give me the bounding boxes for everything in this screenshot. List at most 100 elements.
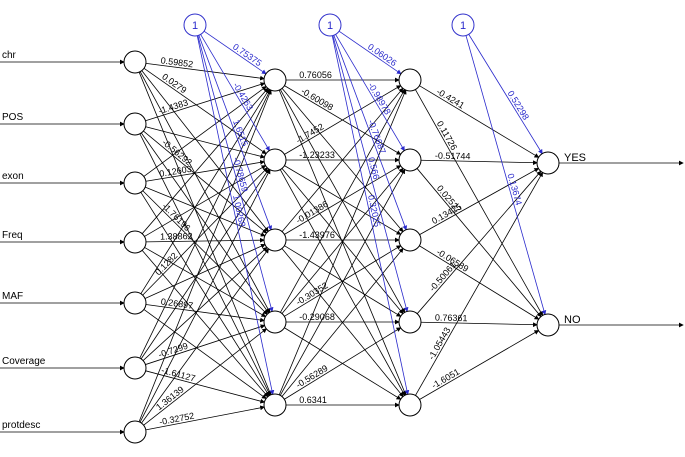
bias-node-label: 1 — [192, 20, 198, 32]
weight-edge — [138, 72, 272, 396]
weight-edge — [143, 328, 267, 426]
weight-edge — [278, 89, 407, 395]
hidden-node-layer1 — [263, 68, 287, 92]
bias-weight-label: 0.52298 — [506, 89, 532, 122]
hidden-node-layer2 — [398, 148, 422, 172]
input-label-chr: chr — [2, 50, 17, 61]
weight-edge — [415, 171, 543, 396]
weight-edge — [419, 167, 540, 235]
output-node — [536, 313, 560, 337]
weight-edge — [144, 243, 266, 299]
weight-edge — [145, 82, 266, 122]
input-label-freq: Freq — [2, 230, 23, 241]
weight-label: -0.29068 — [299, 312, 335, 322]
weight-label: -0.50061 — [427, 260, 458, 293]
weight-edge — [145, 237, 265, 243]
weight-edge — [143, 86, 267, 177]
bias-edge — [196, 35, 275, 396]
weight-edge — [140, 168, 270, 360]
weight-edge — [142, 190, 268, 315]
weight-edge — [419, 330, 540, 400]
weight-label: -1.43976 — [299, 230, 335, 240]
input-label-pos: POS — [2, 112, 23, 123]
weight-edge — [420, 321, 538, 328]
weight-edge — [284, 327, 402, 400]
input-node — [123, 356, 147, 380]
weight-edge — [144, 247, 267, 317]
weight-edge — [138, 89, 272, 422]
hidden-node-layer2 — [398, 68, 422, 92]
hidden-node-layer2 — [398, 310, 422, 334]
input-label-coverage: Coverage — [2, 356, 46, 367]
weight-label: 0.76361 — [435, 313, 468, 324]
weight-edge — [284, 245, 402, 317]
input-label-protdesc: protdesc — [2, 420, 40, 431]
weight-edge — [142, 246, 268, 361]
hidden-node-layer2 — [398, 393, 422, 417]
input-node — [123, 50, 147, 74]
weight-label: -0.4241 — [435, 86, 466, 110]
bias-weight-label: 1.6515 — [231, 118, 250, 147]
weight-edge — [144, 165, 267, 237]
bias-node-label: 1 — [327, 20, 333, 32]
bias-node — [318, 13, 342, 37]
weight-label: -1.23233 — [299, 150, 335, 160]
weight-label: 0.0279 — [160, 71, 188, 95]
bias-edge — [331, 35, 410, 396]
bias-weight-label: 0.13674 — [506, 172, 524, 206]
weight-label: -0.30352 — [294, 280, 330, 307]
input-node — [123, 230, 147, 254]
weight-edge — [281, 247, 404, 397]
bias-edge — [203, 30, 267, 75]
weight-label: -0.51744 — [435, 151, 471, 162]
bias-edge — [335, 34, 405, 152]
weight-label: 0.76056 — [299, 70, 332, 80]
input-node — [123, 291, 147, 315]
hidden-node-layer1 — [263, 228, 287, 252]
hidden-node-layer1 — [263, 148, 287, 172]
weight-edge — [145, 304, 265, 323]
weight-label: -0.01386 — [294, 199, 330, 226]
weight-edge — [139, 169, 271, 423]
weight-label: -1.4383 — [157, 97, 189, 116]
bias-edge — [197, 35, 274, 313]
bias-weight-label: -0.76687 — [366, 118, 388, 155]
weight-edge — [145, 324, 266, 365]
bias-weight-label: 0.75375 — [231, 42, 263, 69]
weight-label: -0.56289 — [294, 363, 330, 390]
weight-edge — [145, 126, 266, 159]
hidden-node-layer2 — [398, 228, 422, 252]
weight-label: -1.05443 — [426, 326, 452, 362]
weight-edge — [141, 70, 269, 232]
weight-label: -1.61127 — [160, 365, 196, 384]
bias-edge — [465, 35, 547, 316]
input-node — [123, 112, 147, 136]
weight-label: 0.26897 — [160, 297, 194, 311]
weight-label: 1.36139 — [154, 384, 186, 412]
bias-edge — [468, 34, 543, 155]
weight-edge — [145, 370, 266, 404]
bias-weight-label: 0.32025 — [366, 194, 382, 228]
weight-edge — [281, 167, 404, 314]
weight-edge — [420, 159, 538, 166]
weight-edge — [145, 186, 266, 237]
output-node — [536, 151, 560, 175]
bias-weight-label: -0.4263 — [231, 81, 255, 112]
bias-node-label: 1 — [460, 20, 466, 32]
weight-label: 0.11726 — [435, 119, 459, 152]
hidden-node-layer1 — [263, 393, 287, 417]
weight-edge — [145, 405, 265, 431]
weight-edge — [416, 170, 542, 314]
weight-edge — [142, 167, 268, 296]
weight-edge — [140, 88, 270, 294]
weight-edge — [280, 88, 406, 313]
weight-label: -0.60098 — [299, 86, 335, 113]
bias-weight-label: -0.98978 — [366, 81, 393, 117]
weight-edge — [141, 248, 269, 424]
input-node — [123, 171, 147, 195]
bias-edge — [198, 35, 273, 231]
input-node — [123, 420, 147, 444]
input-label-exon: exon — [2, 171, 24, 182]
weight-label: -0.56292 — [160, 137, 194, 167]
